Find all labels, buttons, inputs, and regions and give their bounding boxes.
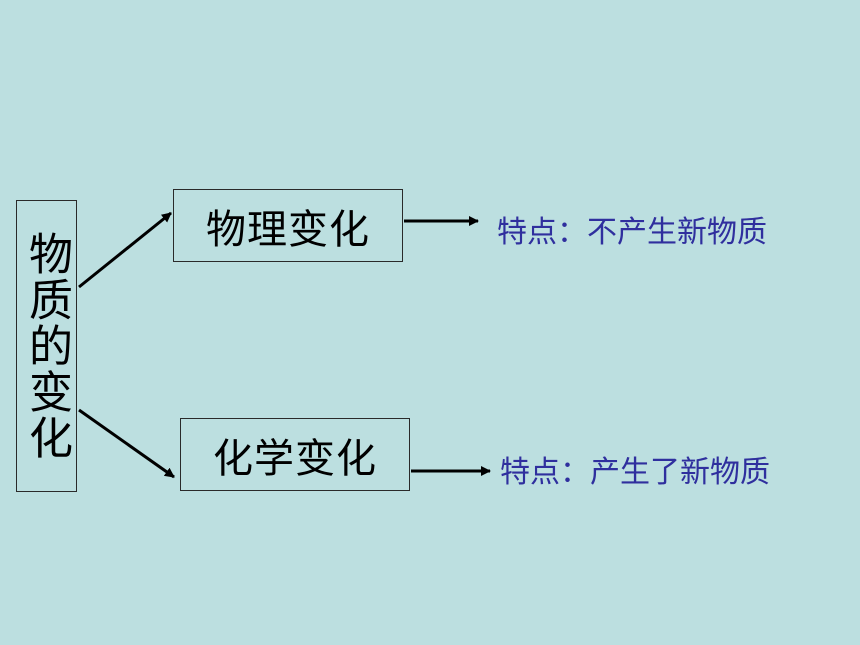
physical-change-box: 物理变化 (173, 189, 403, 262)
arrow-root-to-physical (78, 211, 172, 289)
physical-change-feature: 特点：不产生新物质 (497, 215, 767, 250)
chemical-change-label: 化学变化 (213, 435, 377, 482)
root-concept-box: 物质的变化 (16, 200, 77, 492)
chemical-change-feature: 特点：产生了新物质 (500, 455, 770, 490)
physical-change-label: 物理变化 (206, 206, 370, 253)
chemical-change-box: 化学变化 (180, 418, 410, 491)
arrow-root-to-chemical (78, 408, 175, 479)
root-concept-label: 物质的变化 (21, 231, 72, 461)
